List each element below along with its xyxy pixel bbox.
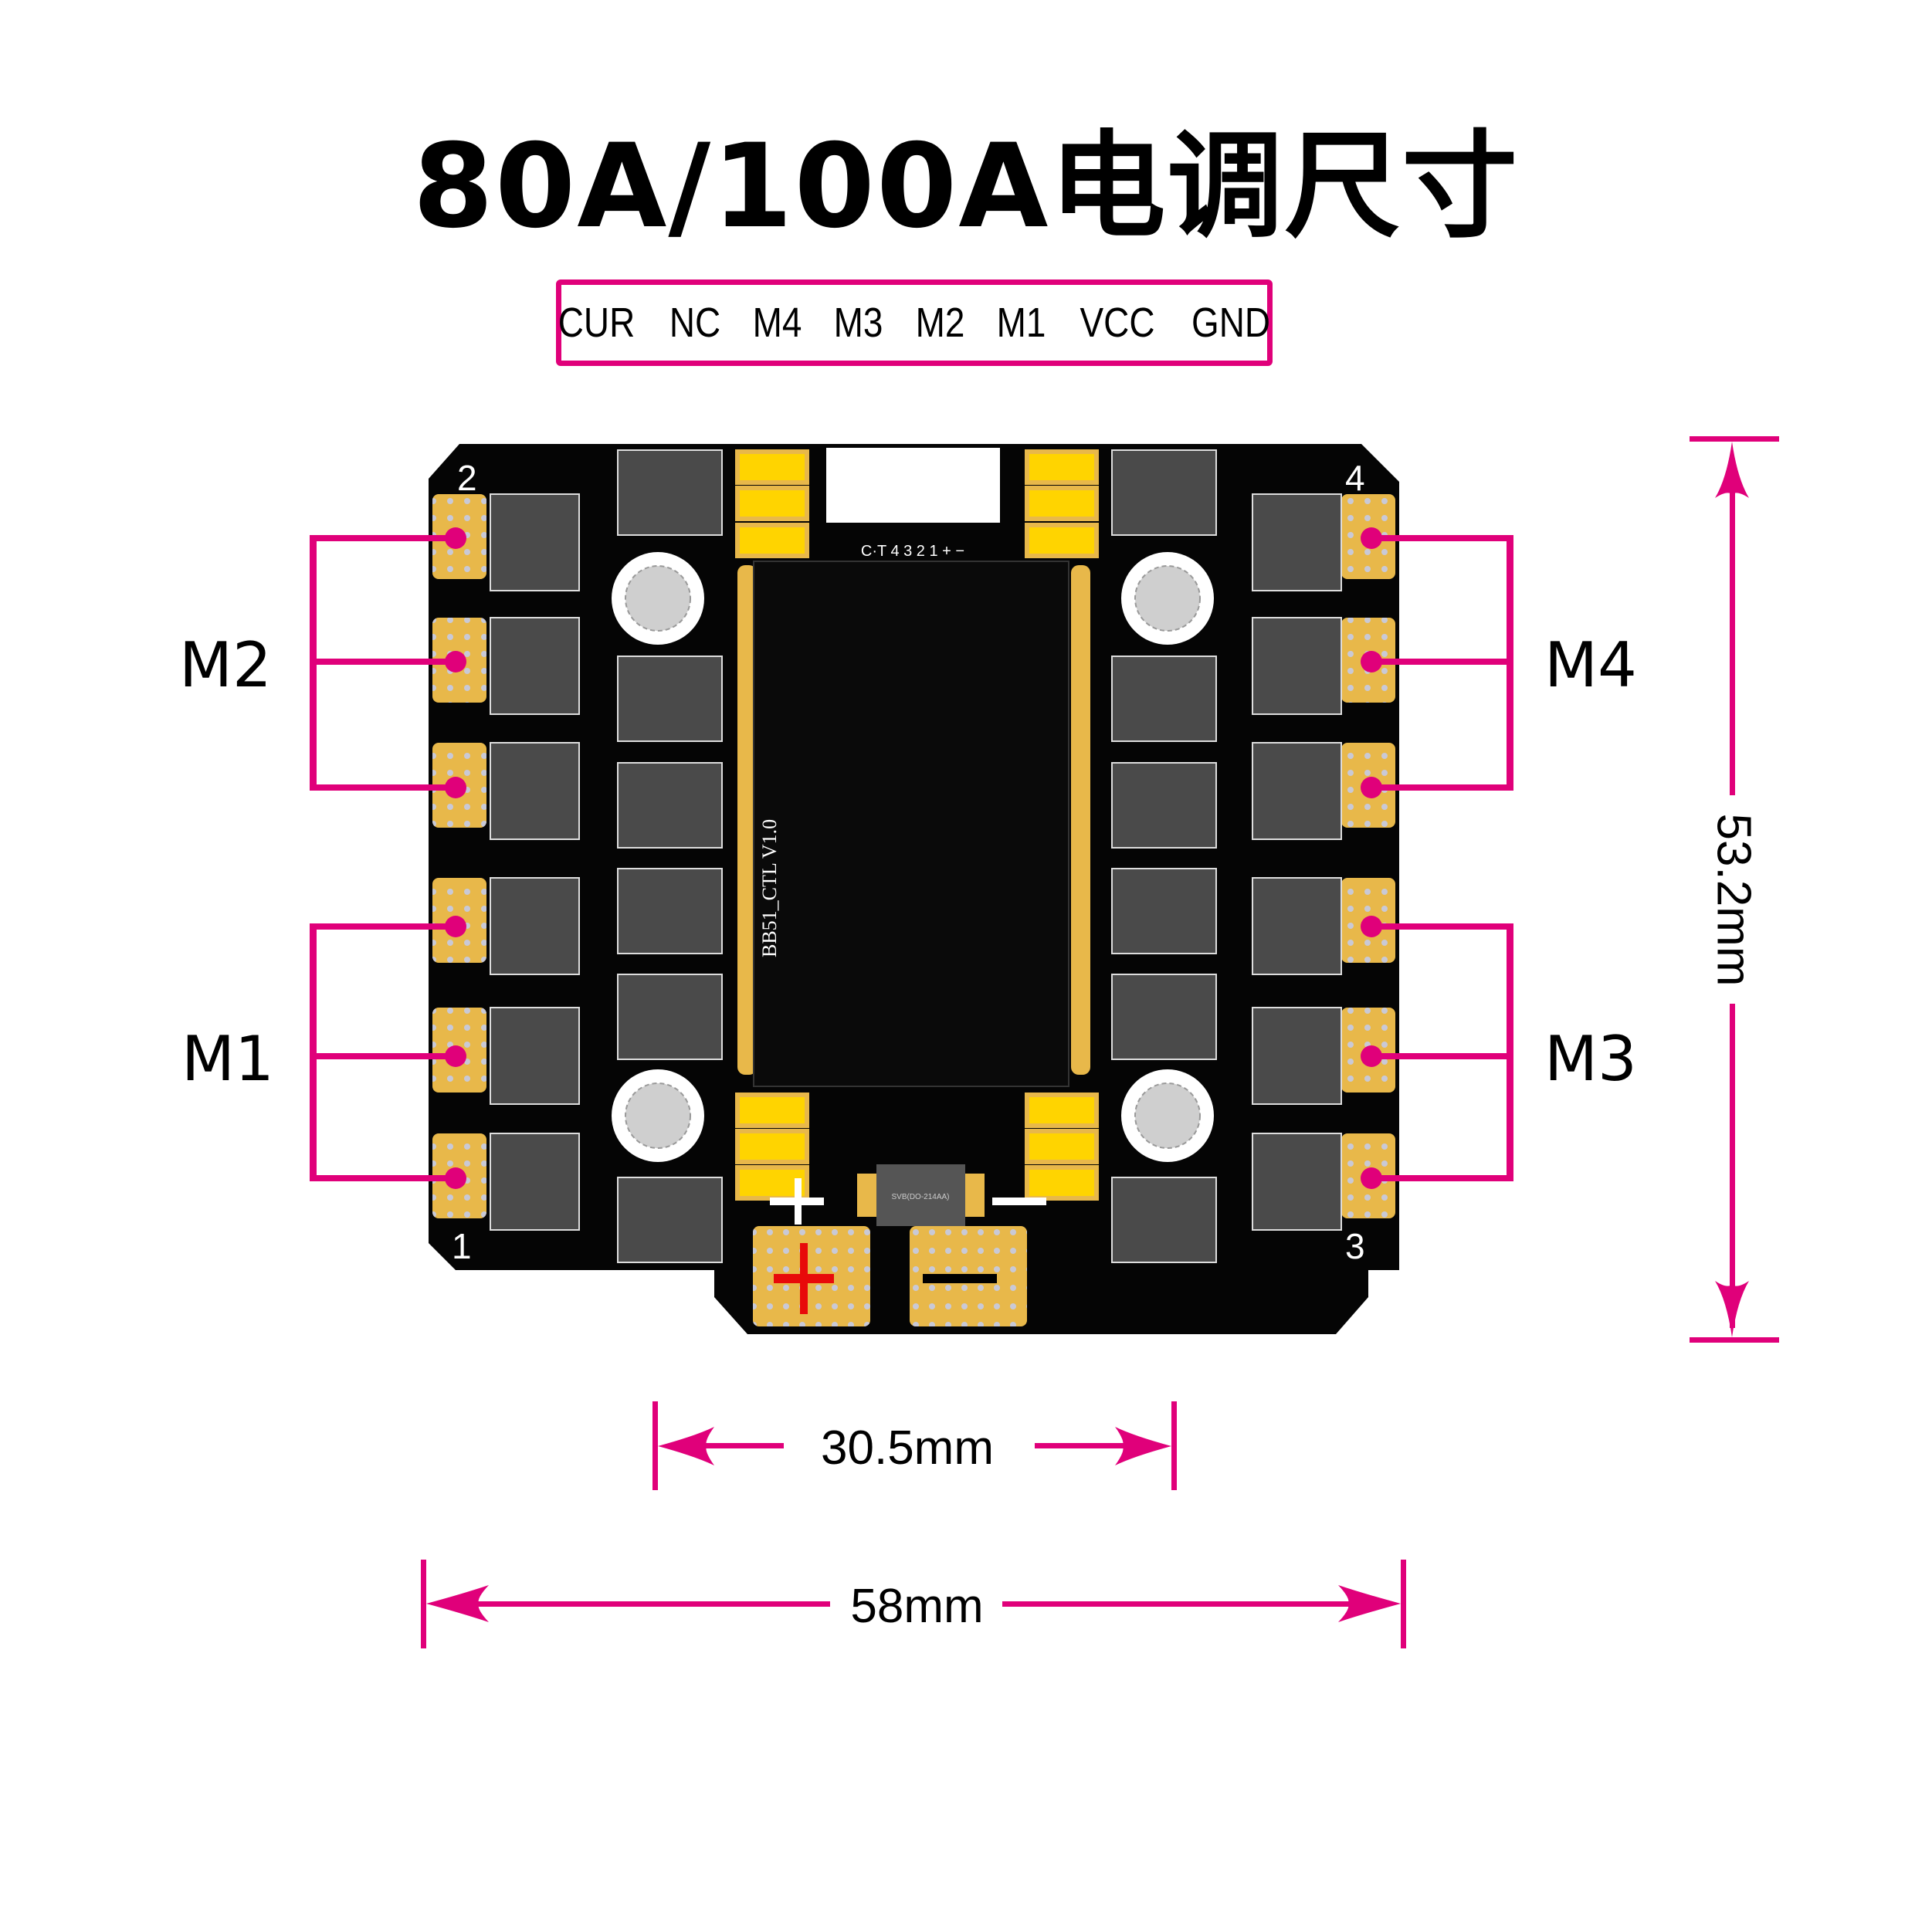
mosfet xyxy=(1252,1133,1342,1231)
corner-number-2: 2 xyxy=(457,458,477,498)
capacitor xyxy=(735,523,809,558)
tvs-diode xyxy=(876,1164,965,1226)
callout-bracket-m4 xyxy=(1507,535,1513,791)
mosfet xyxy=(490,1133,580,1231)
pin-label: M4 xyxy=(753,300,802,346)
dimension-mount-spacing-label: 30.5mm xyxy=(821,1421,994,1475)
corner-number-1: 1 xyxy=(452,1226,472,1266)
capacitor xyxy=(735,449,809,485)
plus-symbol-red xyxy=(774,1243,834,1314)
capacitor xyxy=(735,1129,809,1164)
gold-rail xyxy=(1071,565,1090,1075)
capacitor xyxy=(1025,449,1099,485)
motor-label-m3: M3 xyxy=(1544,1023,1637,1095)
mosfet xyxy=(617,762,723,849)
pin-label: VCC xyxy=(1080,300,1154,346)
callout-dot-m1 xyxy=(445,916,466,937)
mosfet xyxy=(1111,449,1217,536)
mosfet xyxy=(617,449,723,536)
mosfet xyxy=(490,877,580,975)
dimension-height xyxy=(1690,436,1779,1343)
callout-dot-m1 xyxy=(445,1167,466,1189)
plus-silkscreen xyxy=(770,1178,824,1225)
callout-dot-m2 xyxy=(445,527,466,549)
callout-dot-m4 xyxy=(1361,527,1382,549)
dimension-height-label: 53.2mm xyxy=(1707,813,1761,987)
motor-label-m2: M2 xyxy=(179,629,272,701)
callout-bracket-m1 xyxy=(310,923,317,1181)
capacitor xyxy=(735,1093,809,1128)
mosfet xyxy=(1111,868,1217,954)
callout-line-m2 xyxy=(313,535,456,541)
mosfet xyxy=(617,1177,723,1263)
mosfet xyxy=(1111,974,1217,1060)
dimension-width-label: 58mm xyxy=(850,1580,984,1633)
callout-line-m4 xyxy=(1371,535,1510,541)
mosfet xyxy=(490,1007,580,1105)
mosfet xyxy=(617,868,723,954)
mosfet xyxy=(490,742,580,840)
callout-dot-m4 xyxy=(1361,651,1382,672)
capacitor xyxy=(1025,1093,1099,1128)
callout-line-m3 xyxy=(1371,1175,1510,1181)
mosfet xyxy=(1252,742,1342,840)
capacitor xyxy=(1025,523,1099,558)
pin-label: GND xyxy=(1191,300,1270,346)
mosfet xyxy=(1111,656,1217,742)
tvs-label: SVB(DO-214AA) xyxy=(891,1193,949,1201)
callout-dot-m2 xyxy=(445,651,466,672)
motor-label-m1: M1 xyxy=(181,1023,274,1095)
callout-dot-m3 xyxy=(1361,1167,1382,1189)
pin-label: CUR xyxy=(558,300,636,346)
callout-line-m2 xyxy=(313,784,456,791)
connector-silkscreen: C·T 4 3 2 1 + − xyxy=(861,543,964,560)
mosfet xyxy=(1111,1177,1217,1263)
callout-line-m1 xyxy=(313,1053,456,1059)
mosfet xyxy=(617,656,723,742)
motor-label-m4: M4 xyxy=(1544,629,1637,701)
callout-dot-m2 xyxy=(445,777,466,798)
dimension-mount-spacing xyxy=(652,1401,1177,1490)
connector-pinout-box: CUR NC M4 M3 M2 M1 VCC GND xyxy=(556,279,1273,366)
minus-silkscreen xyxy=(992,1198,1046,1205)
mosfet xyxy=(1252,493,1342,591)
page-title: 80A/100A电调尺寸 xyxy=(412,120,1520,254)
capacitor xyxy=(1025,1129,1099,1164)
minus-symbol-black xyxy=(923,1274,997,1283)
mosfet xyxy=(1111,762,1217,849)
pin-label: M3 xyxy=(834,300,883,346)
controller-board xyxy=(753,561,1069,1087)
mosfet xyxy=(617,974,723,1060)
capacitor xyxy=(735,486,809,521)
callout-dot-m1 xyxy=(445,1045,466,1067)
callout-line-m4 xyxy=(1371,784,1510,791)
mosfet xyxy=(490,617,580,715)
pin-label: M1 xyxy=(996,300,1046,346)
pin-label: NC xyxy=(669,300,721,346)
callout-line-m4 xyxy=(1371,659,1510,665)
gold-rail xyxy=(737,565,757,1075)
callout-dot-m3 xyxy=(1361,1045,1382,1067)
mosfet xyxy=(1252,877,1342,975)
capacitor xyxy=(1025,486,1099,521)
pin-label: M2 xyxy=(915,300,964,346)
callout-line-m2 xyxy=(313,659,456,665)
capacitor xyxy=(1025,1165,1099,1201)
dimension-width xyxy=(421,1560,1406,1648)
callout-line-m3 xyxy=(1371,1053,1510,1059)
callout-bracket-m3 xyxy=(1507,923,1513,1181)
callout-dot-m3 xyxy=(1361,916,1382,937)
callout-line-m1 xyxy=(313,1175,456,1181)
mosfet xyxy=(1252,1007,1342,1105)
corner-number-3: 3 xyxy=(1345,1226,1365,1266)
mosfet xyxy=(1252,617,1342,715)
corner-number-4: 4 xyxy=(1345,458,1365,498)
callout-line-m3 xyxy=(1371,923,1510,930)
callout-line-m1 xyxy=(313,923,456,930)
controller-label: BB51_CTL V1.0 xyxy=(758,819,781,957)
signal-connector xyxy=(826,448,1000,523)
mosfet xyxy=(490,493,580,591)
callout-dot-m4 xyxy=(1361,777,1382,798)
